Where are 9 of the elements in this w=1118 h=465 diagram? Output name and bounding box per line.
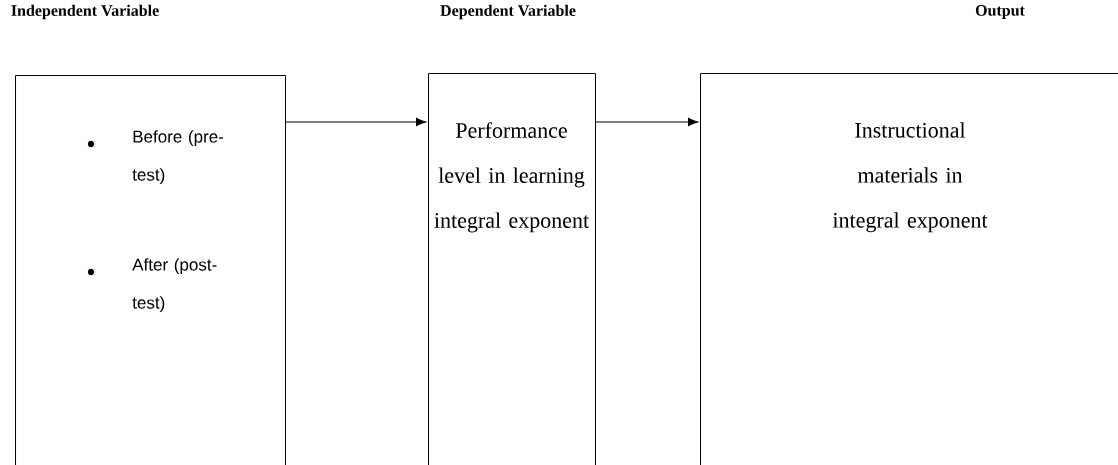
column-heading: Output (975, 5, 1025, 19)
bullet-text: After (post-test) (132, 258, 217, 312)
bullet-text: Before (pre-test) (132, 130, 224, 185)
box-text: Performance level in learning integral exponent (434, 122, 589, 233)
column-heading: Independent Variable (11, 4, 159, 20)
arrow (595, 117, 699, 127)
arrow (285, 117, 427, 127)
box-text: Instructional materials in integral exponent (832, 122, 988, 233)
column-heading: Dependent Variable (440, 4, 576, 20)
